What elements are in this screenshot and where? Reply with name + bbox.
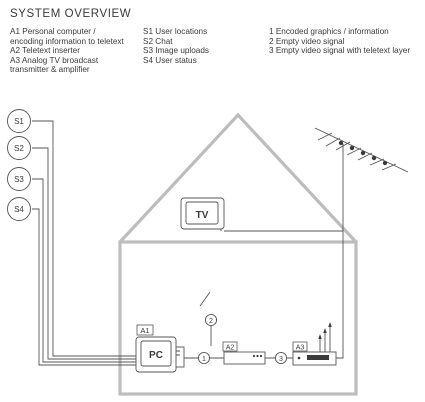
s2-line	[32, 147, 136, 360]
source-s1-label: S1	[14, 117, 24, 126]
legend-line: transmitter & amplifier	[10, 65, 90, 75]
legend-line: 3 Empty video signal with teletext layer	[269, 46, 411, 56]
source-s1: S1	[7, 109, 31, 133]
legend-sources: S1 User locations S2 Chat S3 Image uploa…	[143, 27, 209, 65]
tv-label: TV	[196, 210, 209, 221]
legend-line: S3 Image uploads	[143, 46, 209, 56]
a3-antenna-line	[336, 352, 344, 359]
legend-line: 1 Encoded graphics / information	[269, 27, 389, 36]
transmitter-icon	[292, 351, 337, 366]
legend-line: encoding information to teletext	[10, 36, 124, 46]
diagram-title: SYSTEM OVERVIEW	[10, 8, 132, 20]
signal-2-label: 2	[209, 318, 213, 325]
legend-line: A3 Analog TV broadcast	[10, 55, 99, 65]
a3-label: A3	[296, 345, 305, 352]
signal-3-marker	[274, 351, 288, 365]
legend-signals: 1 Encoded graphics / information 2 Empty…	[269, 27, 410, 56]
signal-1-label: 1	[202, 356, 206, 363]
legend-components: A1 Personal computer / encoding informat…	[10, 27, 124, 75]
transmitter-arrows-icon	[318, 322, 332, 352]
source-s2: S2	[7, 136, 31, 160]
pc-label: PC	[149, 350, 163, 361]
s3-line	[32, 178, 136, 363]
a2-tag	[222, 341, 238, 352]
legend-line: A1 Personal computer /	[10, 27, 96, 36]
antenna-icon	[314, 127, 409, 352]
source-s4-label: S4	[14, 205, 24, 214]
source-s3: S3	[7, 167, 31, 191]
s4-line	[32, 208, 136, 366]
tv-icon: TV	[180, 197, 225, 231]
legend-line: A2 Teletext inserter	[10, 46, 80, 56]
a3-tag	[292, 341, 308, 352]
house-roof	[118, 112, 358, 244]
source-s4: S4	[7, 197, 31, 221]
s1-line	[32, 120, 136, 357]
house-body	[118, 240, 358, 396]
source-lines	[32, 120, 136, 366]
a1-label: A1	[140, 326, 149, 335]
teletext-inserter-icon	[223, 351, 266, 365]
signal-1-marker	[197, 351, 211, 365]
signal-2-stub	[199, 291, 211, 307]
legend-line: S1 User locations	[143, 27, 208, 36]
source-s2-label: S2	[14, 144, 24, 153]
signal-3-label: 3	[279, 356, 283, 363]
legend-line: 2 Empty video signal	[269, 36, 345, 46]
legend-line: S4 User status	[143, 55, 197, 65]
a2-label: A2	[226, 345, 235, 352]
pc-icon: PC	[135, 336, 185, 373]
source-s3-label: S3	[14, 175, 24, 184]
a1-tag	[136, 324, 154, 336]
signal-2-marker	[204, 313, 218, 327]
legend-line: S2 Chat	[143, 36, 173, 46]
